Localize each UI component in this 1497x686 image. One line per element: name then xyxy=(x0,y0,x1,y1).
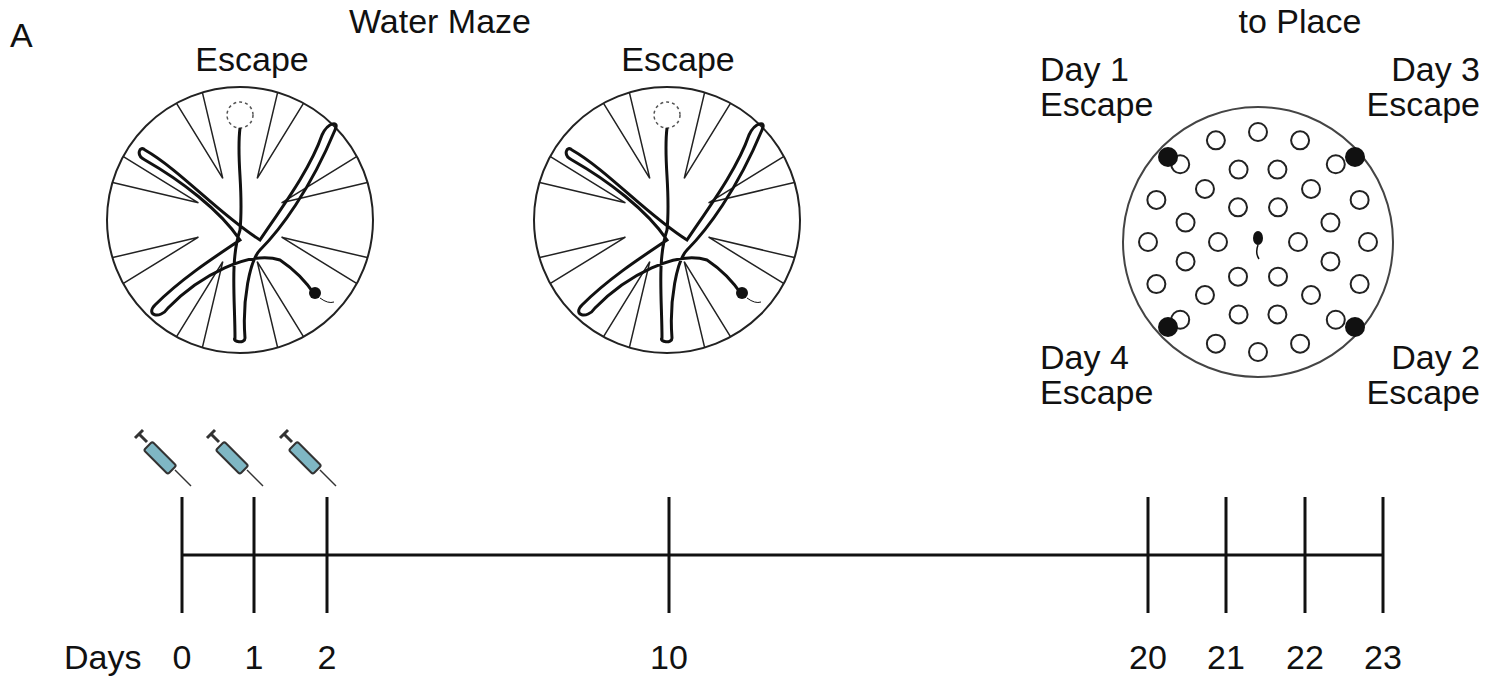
tick-number: 21 xyxy=(1176,640,1276,675)
panel-letter: A xyxy=(10,18,50,53)
day-label: Day 2 Escape xyxy=(1330,340,1480,410)
section-title: to Place xyxy=(1170,4,1430,39)
tick-number: 23 xyxy=(1333,640,1433,675)
phase-label: Escape xyxy=(172,42,332,77)
timeline xyxy=(182,497,1383,613)
tick-number: 10 xyxy=(619,640,719,675)
barnes-maze xyxy=(1123,107,1393,377)
section-title: Water Maze xyxy=(290,4,590,39)
tick-number: 20 xyxy=(1098,640,1198,675)
tick-number: 22 xyxy=(1255,640,1355,675)
day-label: Day 1 Escape xyxy=(1040,52,1190,122)
day-label: Day 4 Escape xyxy=(1040,340,1190,410)
phase-label: Escape xyxy=(598,42,758,77)
tick-number: 0 xyxy=(142,640,222,675)
day-label: Day 3 Escape xyxy=(1330,52,1480,122)
tick-number: 1 xyxy=(214,640,294,675)
tick-number: 2 xyxy=(287,640,367,675)
axis-label: Days xyxy=(64,640,154,675)
